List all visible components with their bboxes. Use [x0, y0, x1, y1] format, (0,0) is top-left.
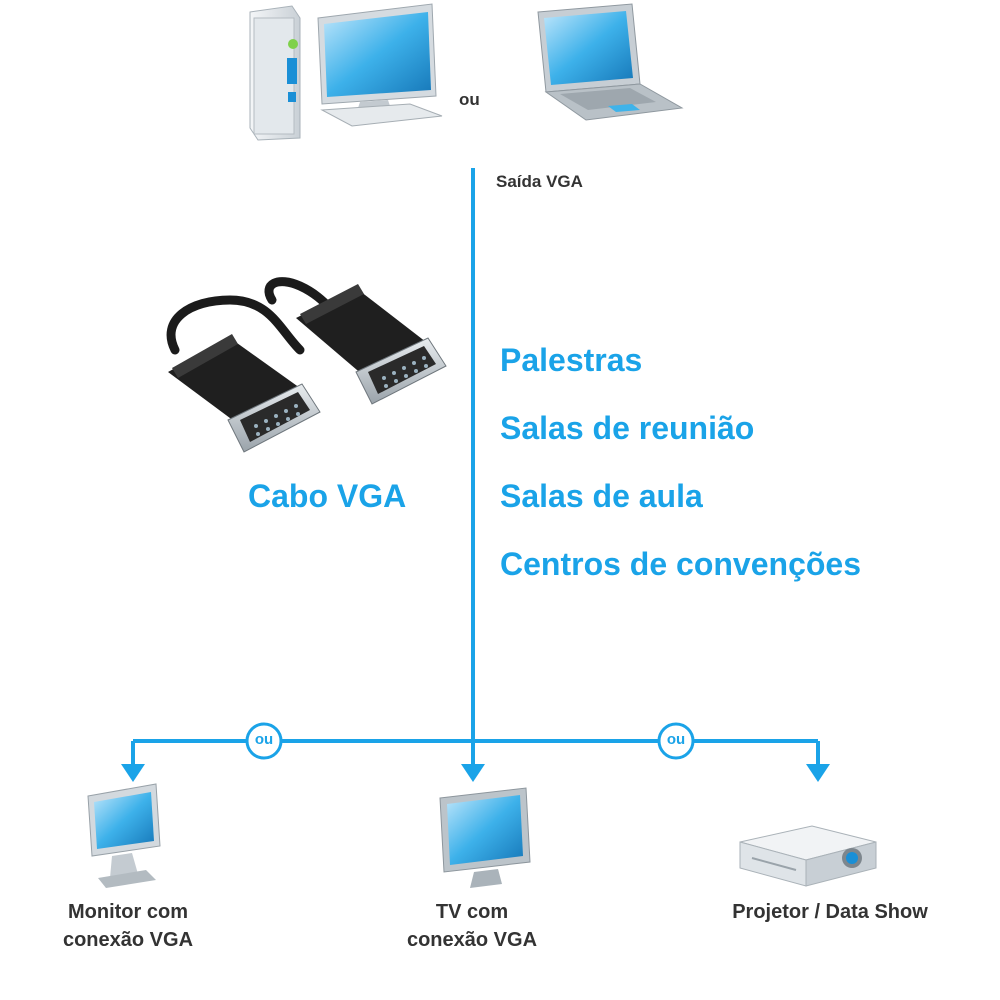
- arrow-down-monitor-icon: [121, 764, 145, 782]
- projector-caption: Projetor / Data Show: [680, 898, 980, 926]
- saida-vga-label: Saída VGA: [496, 172, 583, 191]
- vga-cable-icon: [166, 277, 447, 453]
- ou-left-badge: [245, 722, 283, 760]
- monitor-caption-line-1: Monitor com: [68, 901, 188, 923]
- cabo-vga-label: Cabo VGA: [248, 478, 407, 514]
- ou-left-label: ou: [254, 731, 274, 748]
- projector-caption-line-1: Projetor / Data Show: [732, 901, 928, 923]
- tv-caption-line-2: conexão VGA: [406, 929, 538, 951]
- laptop-icon: [537, 3, 684, 121]
- arrow-down-projector-icon: [806, 764, 830, 782]
- use-item-salas-de-aula: Salas de aula: [500, 478, 703, 514]
- monitor-caption-line-2: conexão VGA: [62, 929, 194, 951]
- ou-right-badge: [657, 722, 695, 760]
- tv-caption-line-1: TV com: [435, 901, 509, 923]
- ou-right-label: ou: [666, 731, 686, 748]
- monitor-icon: [87, 783, 161, 888]
- monitor-caption: Monitor com conexão VGA: [28, 898, 228, 954]
- desktop-computer-icon: [249, 3, 443, 141]
- arrow-down-tv-icon: [461, 764, 485, 782]
- projector-icon: [739, 825, 877, 887]
- ou-top-label: ou: [459, 90, 480, 109]
- tv-caption: TV com conexão VGA: [372, 898, 572, 954]
- connection-lines: [131, 168, 820, 766]
- tv-icon: [439, 787, 531, 888]
- use-item-centros-de-convencoes: Centros de convenções: [500, 546, 861, 582]
- use-item-palestras: Palestras: [500, 342, 643, 378]
- use-item-salas-de-reuniao: Salas de reunião: [500, 410, 755, 446]
